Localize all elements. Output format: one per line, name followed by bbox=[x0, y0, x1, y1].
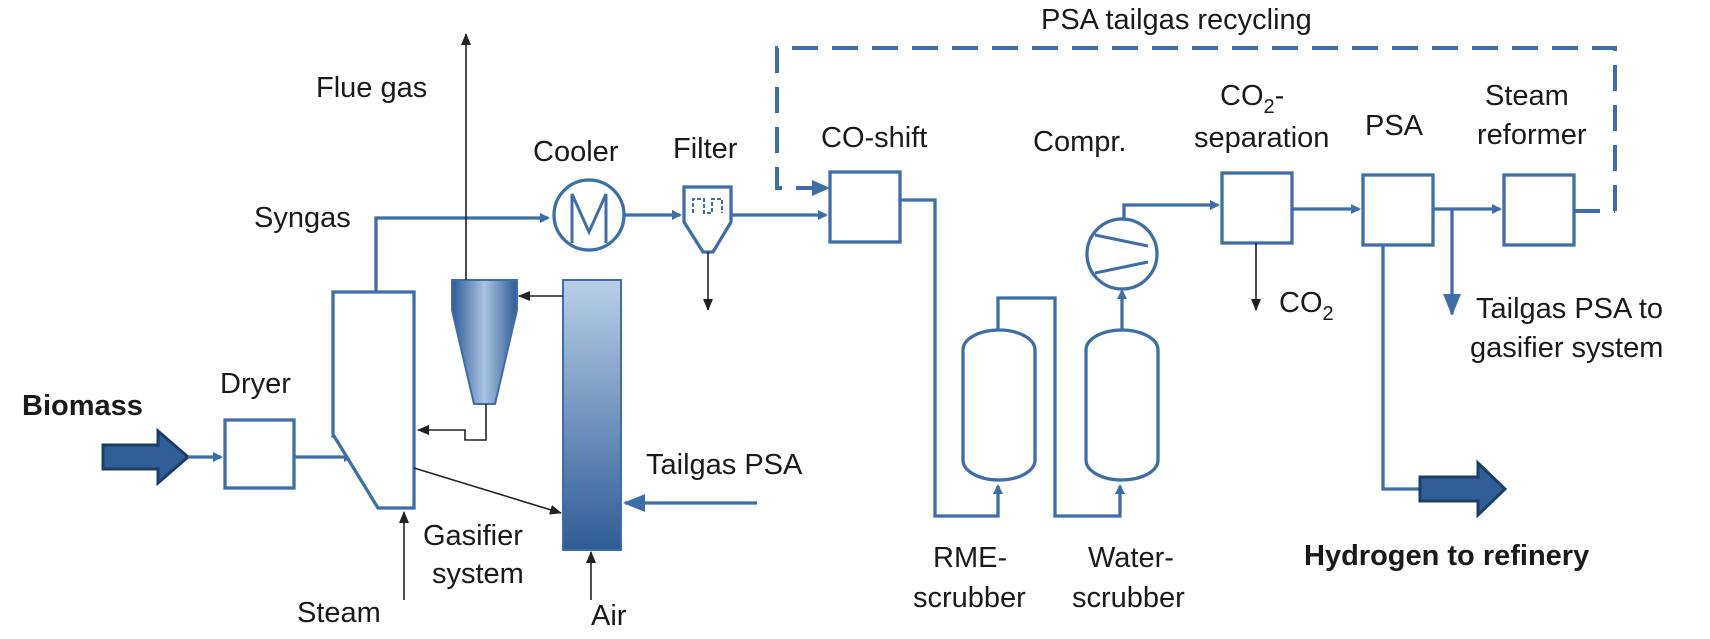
cyclone-return-line bbox=[417, 404, 487, 441]
tailgas-psa-to-gasifier-label-line1: Tailgas PSA to bbox=[1476, 293, 1663, 325]
gasifier-char-to-column-flow bbox=[413, 467, 562, 515]
flue-gas-label: Flue gas bbox=[316, 72, 427, 104]
tailgas-recycle-line bbox=[775, 46, 1617, 211]
tailgas-psa-label: Tailgas PSA bbox=[646, 449, 803, 481]
dryer-label: Dryer bbox=[220, 368, 291, 400]
syngas-label: Syngas bbox=[254, 202, 351, 234]
rme-scrubber-label-line2: scrubber bbox=[913, 582, 1026, 614]
syngas-line bbox=[374, 213, 550, 292]
steam-label: Steam bbox=[297, 597, 381, 629]
water-scrubber-label-line1: Water- bbox=[1088, 542, 1174, 574]
co2-separation-box bbox=[1220, 171, 1294, 245]
combustion-column bbox=[562, 279, 622, 551]
cooler-heat-exchanger-icon bbox=[552, 178, 626, 252]
biomass-label: Biomass bbox=[22, 390, 143, 422]
co2-separation-label-line1: CO2- bbox=[1220, 80, 1284, 118]
steam-reformer-box bbox=[1502, 173, 1576, 247]
rme-scrubber-label-line1: RME- bbox=[933, 542, 1007, 574]
rme-to-water-line bbox=[996, 296, 1125, 518]
hydrogen-output-arrow bbox=[1418, 459, 1508, 519]
gasifier-system-label-line1: Gasifier bbox=[423, 520, 523, 552]
filter-icon bbox=[682, 185, 733, 254]
co-shift-label: CO-shift bbox=[821, 122, 927, 154]
cyclone-separator bbox=[451, 279, 518, 405]
steam-reformer-label-line1: Steam bbox=[1485, 80, 1569, 112]
water-scrubber-vessel bbox=[1084, 328, 1160, 482]
filter-label: Filter bbox=[673, 133, 738, 165]
cooler-m-symbol bbox=[570, 193, 608, 243]
compressor-icon bbox=[1085, 217, 1159, 291]
compressor-to-co2sep-line bbox=[1122, 200, 1220, 219]
gasifier-vessel bbox=[331, 290, 416, 510]
psa-box bbox=[1361, 173, 1435, 247]
co2-separation-label-line2: separation bbox=[1194, 122, 1329, 154]
tailgas-psa-to-gasifier-label-line2: gasifier system bbox=[1470, 332, 1663, 364]
filter-element-symbol bbox=[692, 198, 723, 214]
coshift-to-rme-line bbox=[900, 198, 1003, 518]
cooler-label: Cooler bbox=[533, 136, 619, 168]
water-scrubber-label-line2: scrubber bbox=[1072, 582, 1185, 614]
psa-hydrogen-line bbox=[1381, 245, 1420, 491]
steam-reformer-label-line2: reformer bbox=[1477, 119, 1587, 151]
hydrogen-to-refinery-label: Hydrogen to refinery bbox=[1304, 540, 1589, 572]
gasifier-system-label-line2: system bbox=[432, 558, 524, 590]
co-shift-box bbox=[828, 170, 902, 244]
compr-label: Compr. bbox=[1033, 126, 1126, 158]
dryer-box bbox=[223, 418, 296, 490]
compressor-symbol bbox=[1094, 233, 1149, 275]
psa-label: PSA bbox=[1365, 110, 1424, 142]
biomass-input-arrow bbox=[101, 427, 191, 487]
air-label: Air bbox=[591, 600, 627, 632]
co2-outlet-label: CO2 bbox=[1279, 287, 1334, 325]
tailgas-recycling-label: PSA tailgas recycling bbox=[1041, 4, 1312, 36]
rme-scrubber-vessel bbox=[961, 328, 1037, 482]
tailgas-recycle-arrowhead bbox=[812, 180, 830, 196]
